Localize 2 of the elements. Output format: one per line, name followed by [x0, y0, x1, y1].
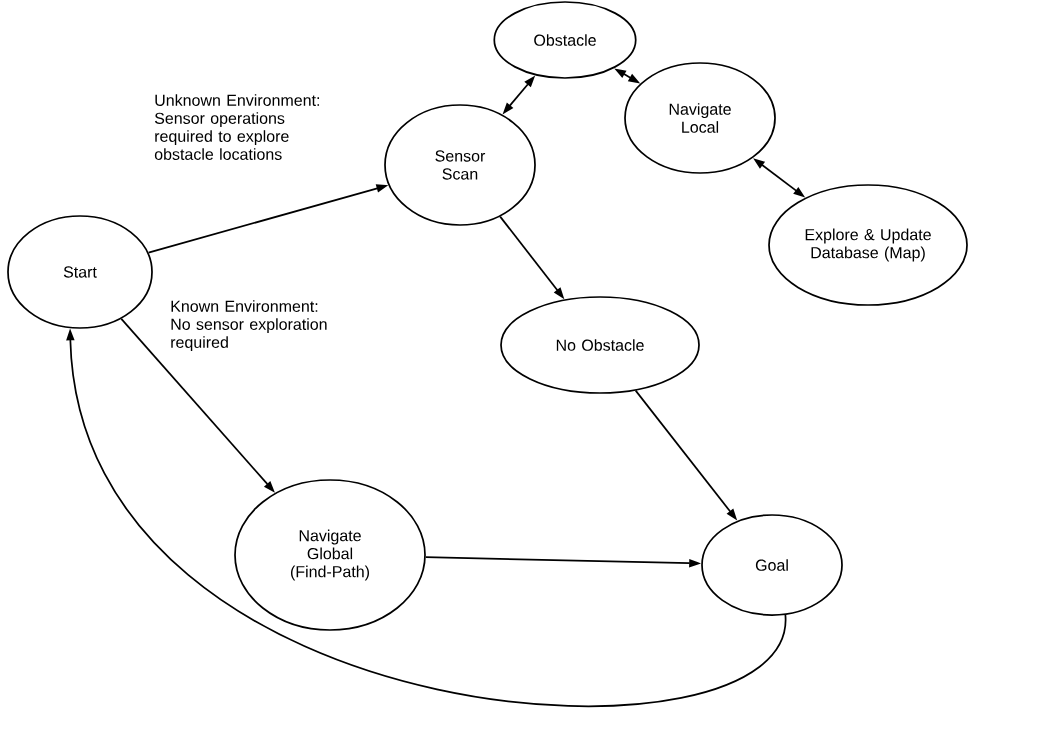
edge-label: Known Environment: No sensor exploration required [168, 298, 337, 353]
edge-label: Unknown Environment: Sensor operations required to explore obstacle locations [152, 92, 336, 162]
